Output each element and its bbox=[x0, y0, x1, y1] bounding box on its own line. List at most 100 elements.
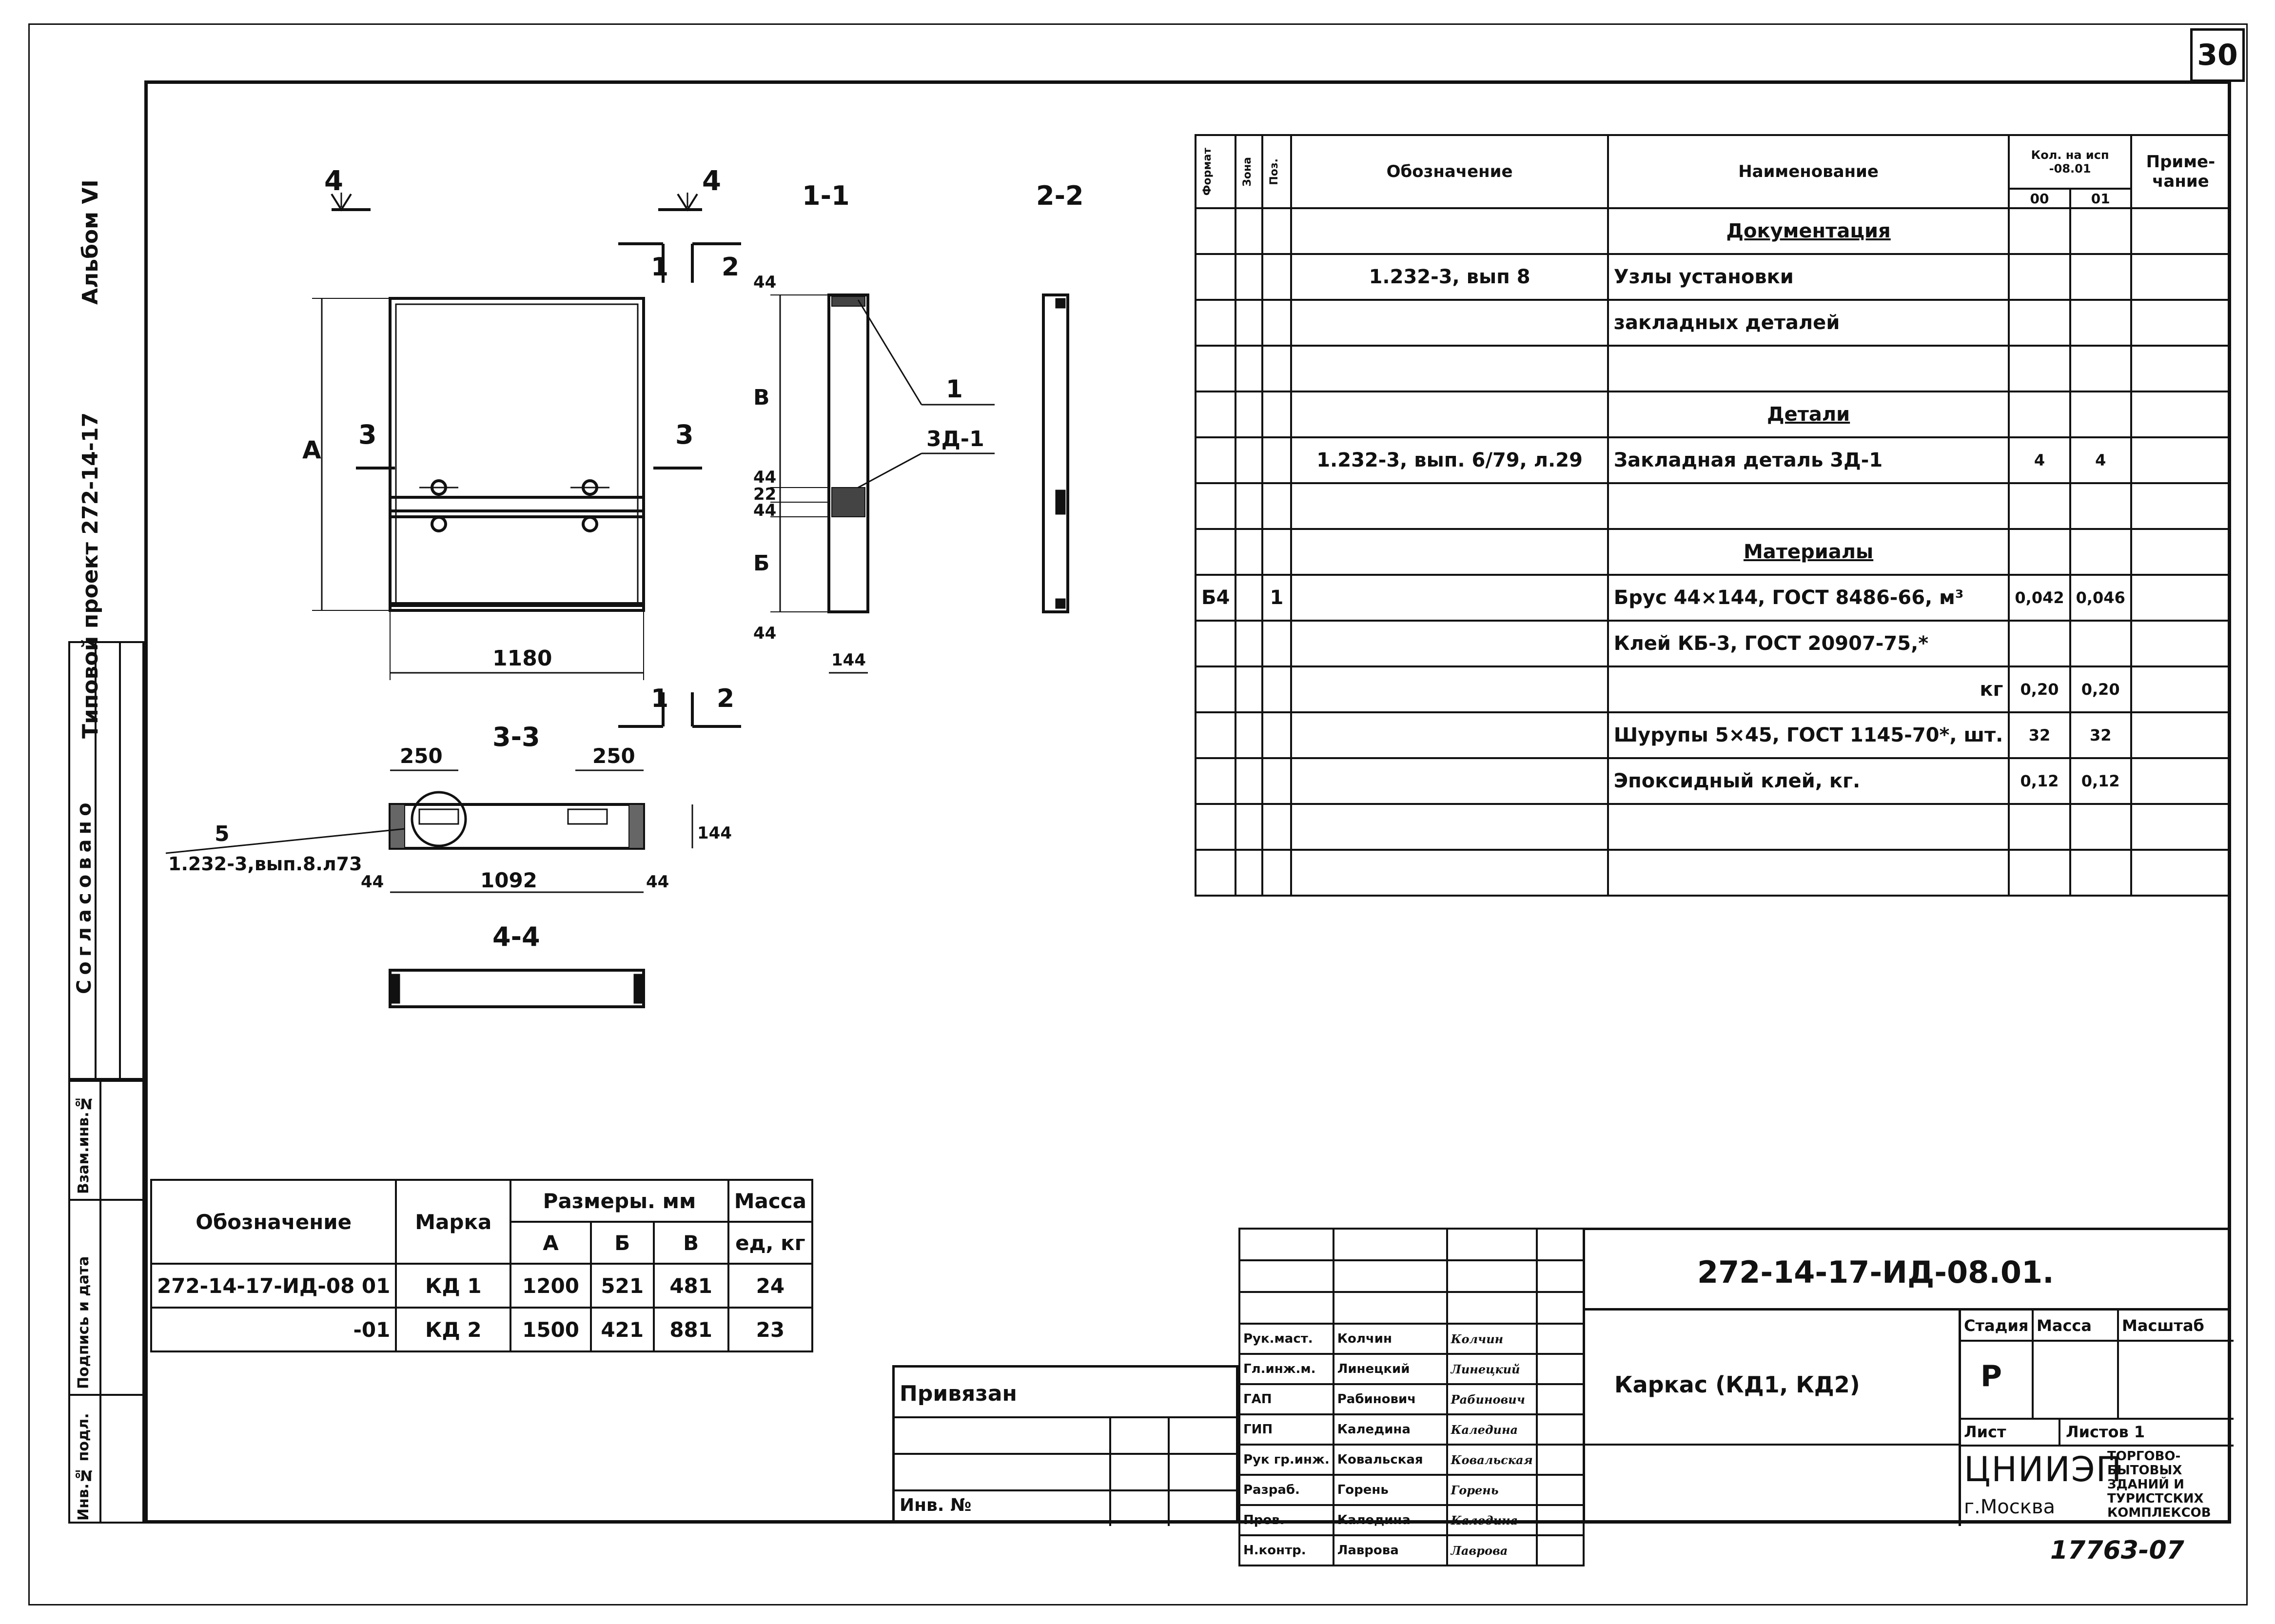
mark-3-right: 3 bbox=[675, 419, 694, 450]
signature: Каледина bbox=[1446, 1504, 1538, 1536]
marks-h-mass: Масса bbox=[727, 1179, 814, 1223]
spec-row: Клей КБ-3, ГОСТ 20907-75,* bbox=[1194, 620, 2232, 667]
col-zone: Зона bbox=[1235, 134, 1263, 209]
col-qty: Кол. на исп -08.01 bbox=[2008, 134, 2132, 190]
col-name: Наименование bbox=[1607, 134, 2010, 209]
dim-250-right: 250 bbox=[592, 744, 635, 768]
dim-144-side: 144 bbox=[697, 823, 732, 843]
marks-h-mark: Марка bbox=[395, 1179, 512, 1265]
mass-header: Масса bbox=[2037, 1316, 2092, 1335]
mark-2-bottom: 2 bbox=[717, 684, 734, 713]
signature-strip: Взам.инв.№ Подпись и дата Инв.№ подл. bbox=[68, 1080, 146, 1524]
construction-drawings: 1-1 2-2 3-3 4-4 4 4 1 2 3 3 1 2 А 1180 В… bbox=[165, 165, 1084, 1008]
signature: Каледина bbox=[1446, 1413, 1538, 1446]
marks-h-a: А bbox=[510, 1221, 592, 1265]
dim-a: А bbox=[302, 436, 321, 464]
stage-value: Р bbox=[1981, 1359, 2002, 1393]
marks-h-unit: ед, кг bbox=[727, 1221, 814, 1265]
title-main: 272-14-17-ИД-08.01. Каркас (КД1, КД2) Ст… bbox=[1583, 1228, 2234, 1526]
marks-h-b: Б bbox=[589, 1221, 655, 1265]
dim-1092: 1092 bbox=[480, 868, 537, 892]
spec-row bbox=[1194, 482, 2232, 530]
section-3-3-label: 3-3 bbox=[492, 722, 540, 752]
dim-b-lower: Б bbox=[753, 551, 770, 576]
dim-22: 22 bbox=[753, 485, 776, 504]
section-1-1-label: 1-1 bbox=[802, 180, 850, 211]
leader-5-ref: 1.232-3,вып.8.л73 bbox=[168, 853, 362, 875]
col-pos: Поз. bbox=[1261, 134, 1293, 209]
sheet-number: 30 bbox=[2197, 38, 2238, 72]
scale-header: Масштаб bbox=[2122, 1316, 2204, 1335]
dim-44-top: 44 bbox=[753, 273, 776, 292]
section-2-2-label: 2-2 bbox=[1036, 180, 1084, 211]
mark-4-right: 4 bbox=[702, 165, 721, 197]
section-4-4-label: 4-4 bbox=[492, 921, 540, 952]
dim-1180: 1180 bbox=[492, 646, 552, 671]
outer-frame bbox=[28, 23, 2248, 1605]
mark-2-top: 2 bbox=[722, 253, 739, 282]
mark-1-bottom: 1 bbox=[651, 684, 668, 713]
mark-4-left: 4 bbox=[324, 165, 343, 197]
dim-44-mid: 44 bbox=[753, 468, 776, 487]
dim-250-left: 250 bbox=[400, 744, 443, 768]
signature: Ковальская bbox=[1446, 1444, 1538, 1476]
replace-inv-label: Взам.инв.№ bbox=[75, 1095, 92, 1194]
col-designation: Обозначение bbox=[1290, 134, 1609, 209]
col-qty-01: 01 bbox=[2069, 188, 2132, 209]
org-city: г.Москва bbox=[1964, 1496, 2055, 1518]
inv-label: Инв. № bbox=[900, 1495, 972, 1515]
spec-row bbox=[1194, 345, 2232, 392]
leader-1: 1 bbox=[946, 375, 963, 403]
spec-row bbox=[1194, 803, 2232, 851]
signature: Линецкий bbox=[1446, 1353, 1538, 1385]
sign-date-label: Подпись и дата bbox=[75, 1256, 92, 1389]
dim-144: 144 bbox=[831, 650, 866, 670]
drawing-name: Каркас (КД1, КД2) bbox=[1614, 1371, 1860, 1398]
spec-row: Материалы bbox=[1194, 528, 2232, 576]
spec-row bbox=[1194, 849, 2232, 897]
left-strip: Альбом VI Типовой проект 272-14-17 Согла… bbox=[68, 80, 146, 1524]
agreed-box: Согласовано bbox=[68, 641, 144, 1080]
bottom-code: 17763-07 bbox=[2050, 1536, 2184, 1565]
dim-b-upper: В bbox=[753, 385, 770, 410]
privyazan-label: Привязан bbox=[900, 1381, 1017, 1406]
spec-row: Документация bbox=[1194, 207, 2232, 255]
leader-5: 5 bbox=[215, 822, 230, 846]
signature: Лаврова bbox=[1446, 1534, 1538, 1566]
spec-row: Детали bbox=[1194, 391, 2232, 438]
sheets-header: Листов 1 bbox=[2066, 1423, 2145, 1441]
sheet-header: Лист bbox=[1964, 1423, 2006, 1441]
inv-original-label: Инв.№ подл. bbox=[75, 1413, 92, 1521]
stage-header: Стадия bbox=[1964, 1316, 2029, 1335]
drawing-code: 272-14-17-ИД-08.01. bbox=[1697, 1254, 2054, 1290]
signature: Горень bbox=[1446, 1474, 1538, 1506]
dim-44-left: 44 bbox=[361, 872, 384, 892]
dim-44-right: 44 bbox=[646, 872, 669, 892]
spec-row: закладных деталей bbox=[1194, 299, 2232, 347]
stage-block: Стадия Масса Масштаб Р Лист Листов 1 ЦНИ… bbox=[1961, 1311, 2234, 1526]
dim-44-mid2: 44 bbox=[753, 501, 776, 520]
leader-3d1: 3Д-1 bbox=[926, 427, 984, 451]
marks-h-dims: Размеры. мм bbox=[510, 1179, 729, 1223]
org-name: ЦНИИЭП bbox=[1964, 1449, 2123, 1489]
marks-h-v: В bbox=[652, 1221, 729, 1265]
col-format: Формат bbox=[1194, 134, 1237, 209]
sheet-number-box: 30 bbox=[2190, 28, 2245, 82]
marks-table: Обозначение Марка Размеры. мм Масса А Б … bbox=[150, 1179, 814, 1352]
